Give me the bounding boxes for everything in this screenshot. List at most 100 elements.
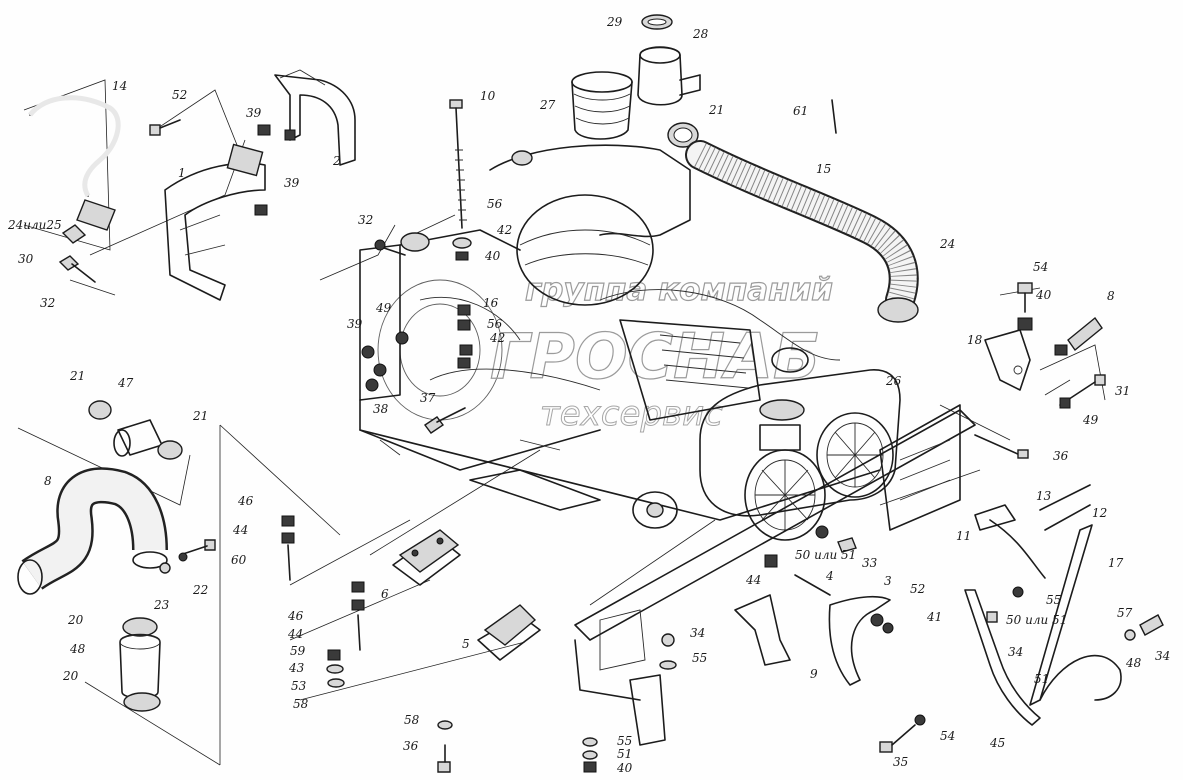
part-39-49-nuts-left [361,331,409,392]
callout-18: 18 [967,333,983,347]
callout-15: 15 [816,162,831,176]
part-52-41-34-55-hardware [870,586,1024,634]
part-21-47-hose-coupling [88,400,183,460]
callout-46: 46 [237,494,254,508]
callout-45: 45 [989,736,1005,750]
part-1-shield [164,143,266,301]
callout-51: 51 [1034,672,1049,686]
callout-32-left: 32 [40,296,55,310]
part-33-bolt [815,525,857,553]
callout-8-right: 8 [1107,289,1115,303]
callout-47: 47 [117,376,134,390]
callout-28: 28 [692,27,709,41]
callout-49-right: 49 [1082,413,1099,427]
callout-44-b: 44 [745,573,761,587]
callout-56: 56 [487,197,503,211]
part-28-cap [637,46,701,106]
callout-3: 3 [884,574,892,588]
callout-49: 49 [375,301,392,315]
callout-13: 13 [1036,489,1052,503]
part-9-bracket [629,594,791,746]
callout-56-b: 56 [487,317,503,331]
part-54-bolt-right [1017,282,1033,313]
part-45-strap [964,589,1122,726]
callout-52-b: 52 [910,582,925,596]
part-55-51-40-stack [582,737,598,773]
callout-33: 33 [862,556,878,570]
callout-34: 34 [690,626,705,640]
callout-34-c: 34 [1155,649,1170,663]
part-27-rubber-boot [571,71,633,140]
callout-22: 22 [192,583,208,597]
part-2-bracket [274,69,356,166]
part-22-23-bolt [159,539,216,574]
callout-23: 23 [153,598,170,612]
part-11-12-13-linkage [974,484,1091,579]
frame-rails [574,404,976,701]
callout-17: 17 [1108,556,1124,570]
part-20-48-hose [119,617,161,712]
callout-24: 24 [939,237,955,251]
watermark-line3: техсервис [540,394,723,434]
part-37-bolt [423,407,466,434]
part-58-36-bolt-bottom [437,720,453,773]
callout-55-c: 55 [617,734,632,748]
part-32-bolt-mid [374,232,430,256]
callout-54-b: 54 [940,729,955,743]
part-24-clamp [877,297,919,323]
callout-5: 5 [462,637,470,651]
callout-58: 58 [293,697,309,711]
part-52-bolt-top [149,119,181,136]
callout-52: 52 [172,88,187,102]
callout-51-b: 51 [617,747,632,761]
callout-48-right: 48 [1125,656,1142,670]
part-14-bent-tube [28,95,121,244]
callout-54: 54 [1033,260,1048,274]
part-6-mount [392,529,461,586]
callout-59: 59 [290,644,306,658]
part-15-corrugated-hose [685,140,919,323]
callout-27: 27 [539,98,556,112]
callout-6: 6 [381,587,389,601]
part-34-55-bolt [659,633,677,670]
callout-50-or-51: 50 или 51 [795,548,856,562]
part-38-screw-right [974,434,1029,459]
callout-labels: 14 52 39 2 10 29 28 27 21 61 15 1 39 56 … [7,15,1170,775]
callout-40: 40 [484,249,501,263]
callout-55-b: 55 [692,651,707,665]
part-31-49-bolt-right [1059,374,1106,409]
part-46-44-60-stud [281,515,295,581]
part-57-bolt [1124,614,1164,641]
part-61-pin [831,99,837,134]
callout-32-mid: 32 [358,213,373,227]
engine-block [359,144,881,529]
callout-42-b: 42 [489,331,505,345]
callout-30: 30 [18,252,34,266]
part-42-56-washers-stack [452,237,473,369]
part-40-nut-right [1017,317,1033,331]
callout-4: 4 [825,569,834,583]
callout-37: 37 [420,391,436,405]
callout-12: 12 [1092,506,1107,520]
part-43-53-58-washers [326,649,345,688]
callout-44: 44 [232,523,248,537]
callout-10: 10 [480,89,496,103]
callout-2: 2 [332,154,341,168]
callout-24-or-25: 24или25 [7,218,62,232]
callout-36: 36 [1053,449,1069,463]
part-18-bracket-right [984,329,1031,391]
callout-44-c: 44 [287,627,303,641]
callout-48: 48 [69,642,86,656]
callout-16: 16 [483,296,499,310]
callout-35: 35 [893,755,908,769]
callout-1: 1 [178,166,186,180]
part-4-screw [764,554,831,596]
callout-21-right: 21 [192,409,208,423]
part-39-nuts-top [254,124,296,216]
part-8-sleeve-right [1054,316,1103,356]
callout-21-top: 21 [708,103,724,117]
callout-8: 8 [44,474,52,488]
part-29-clamp [641,14,673,30]
callout-39-b: 39 [284,176,300,190]
